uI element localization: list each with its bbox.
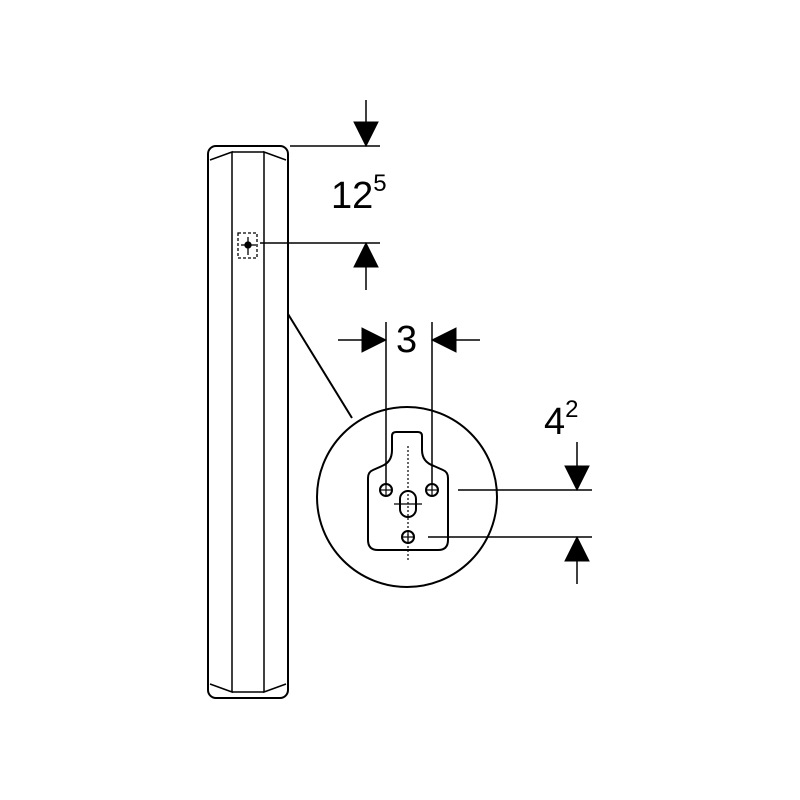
left-arrow-icon: [430, 327, 457, 353]
top-offset-superscript: 5: [373, 170, 386, 197]
detail-circle: [316, 406, 498, 588]
hole-offset-dimension: [428, 442, 592, 584]
hole-spacing-label: 3: [396, 319, 417, 361]
grab-bar-left-bevel: [209, 150, 233, 694]
hole-spacing-dimension: [338, 322, 480, 484]
detail-leader-line: [287, 313, 353, 419]
grab-bar-right-bevel: [263, 150, 287, 694]
grab-bar: [207, 145, 289, 699]
top-offset-dimension: [260, 100, 380, 290]
hole-offset-base: 4: [544, 401, 565, 443]
down-arrow-icon: [353, 121, 379, 148]
up-arrow-icon: [564, 535, 590, 562]
hidden-fixing-icon: [237, 232, 258, 259]
grab-bar-outline: [207, 145, 289, 699]
down-arrow-icon: [564, 465, 590, 492]
up-arrow-icon: [353, 241, 379, 268]
top-offset-base: 12: [331, 175, 373, 217]
top-offset-label: 125: [331, 170, 387, 217]
hole-offset-label: 42: [544, 396, 579, 443]
mounting-plate-outline: [367, 431, 449, 551]
right-arrow-icon: [361, 327, 388, 353]
hole-offset-superscript: 2: [565, 396, 578, 423]
center-lines: [380, 446, 438, 560]
